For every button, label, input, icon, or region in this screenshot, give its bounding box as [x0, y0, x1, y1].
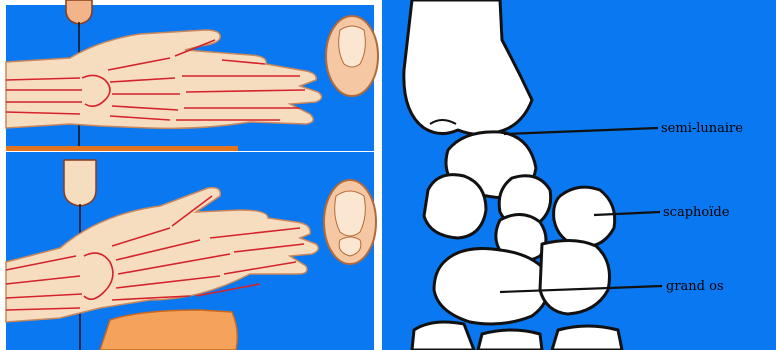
label-grand-os: grand os: [666, 279, 724, 294]
cassette-top: [6, 146, 238, 151]
metacarpal-base-3: [552, 326, 622, 350]
metacarpal-base-2: [478, 330, 542, 350]
label-semi-lunaire: semi-lunaire: [661, 121, 743, 136]
label-scaphoide: scaphoïde: [663, 205, 730, 220]
xray-tube-top: [66, 0, 92, 24]
radius-bone: [404, 0, 532, 135]
positioning-illustrations: [0, 0, 382, 350]
scaphoide-bone: [554, 187, 615, 247]
top-inset-bone: [339, 26, 366, 67]
metacarpal-base-1: [412, 322, 474, 350]
xray-tube-bottom: [64, 160, 96, 206]
semi-lunaire-leader: [504, 128, 658, 134]
grand-os-bone: [434, 249, 549, 325]
trapeze-bone: [540, 240, 610, 314]
pyramidal-bone: [424, 175, 486, 238]
wrist-bones-schematic: semi-lunaire scaphoïde grand os: [382, 0, 776, 350]
bottom-inset-bone: [335, 191, 366, 236]
